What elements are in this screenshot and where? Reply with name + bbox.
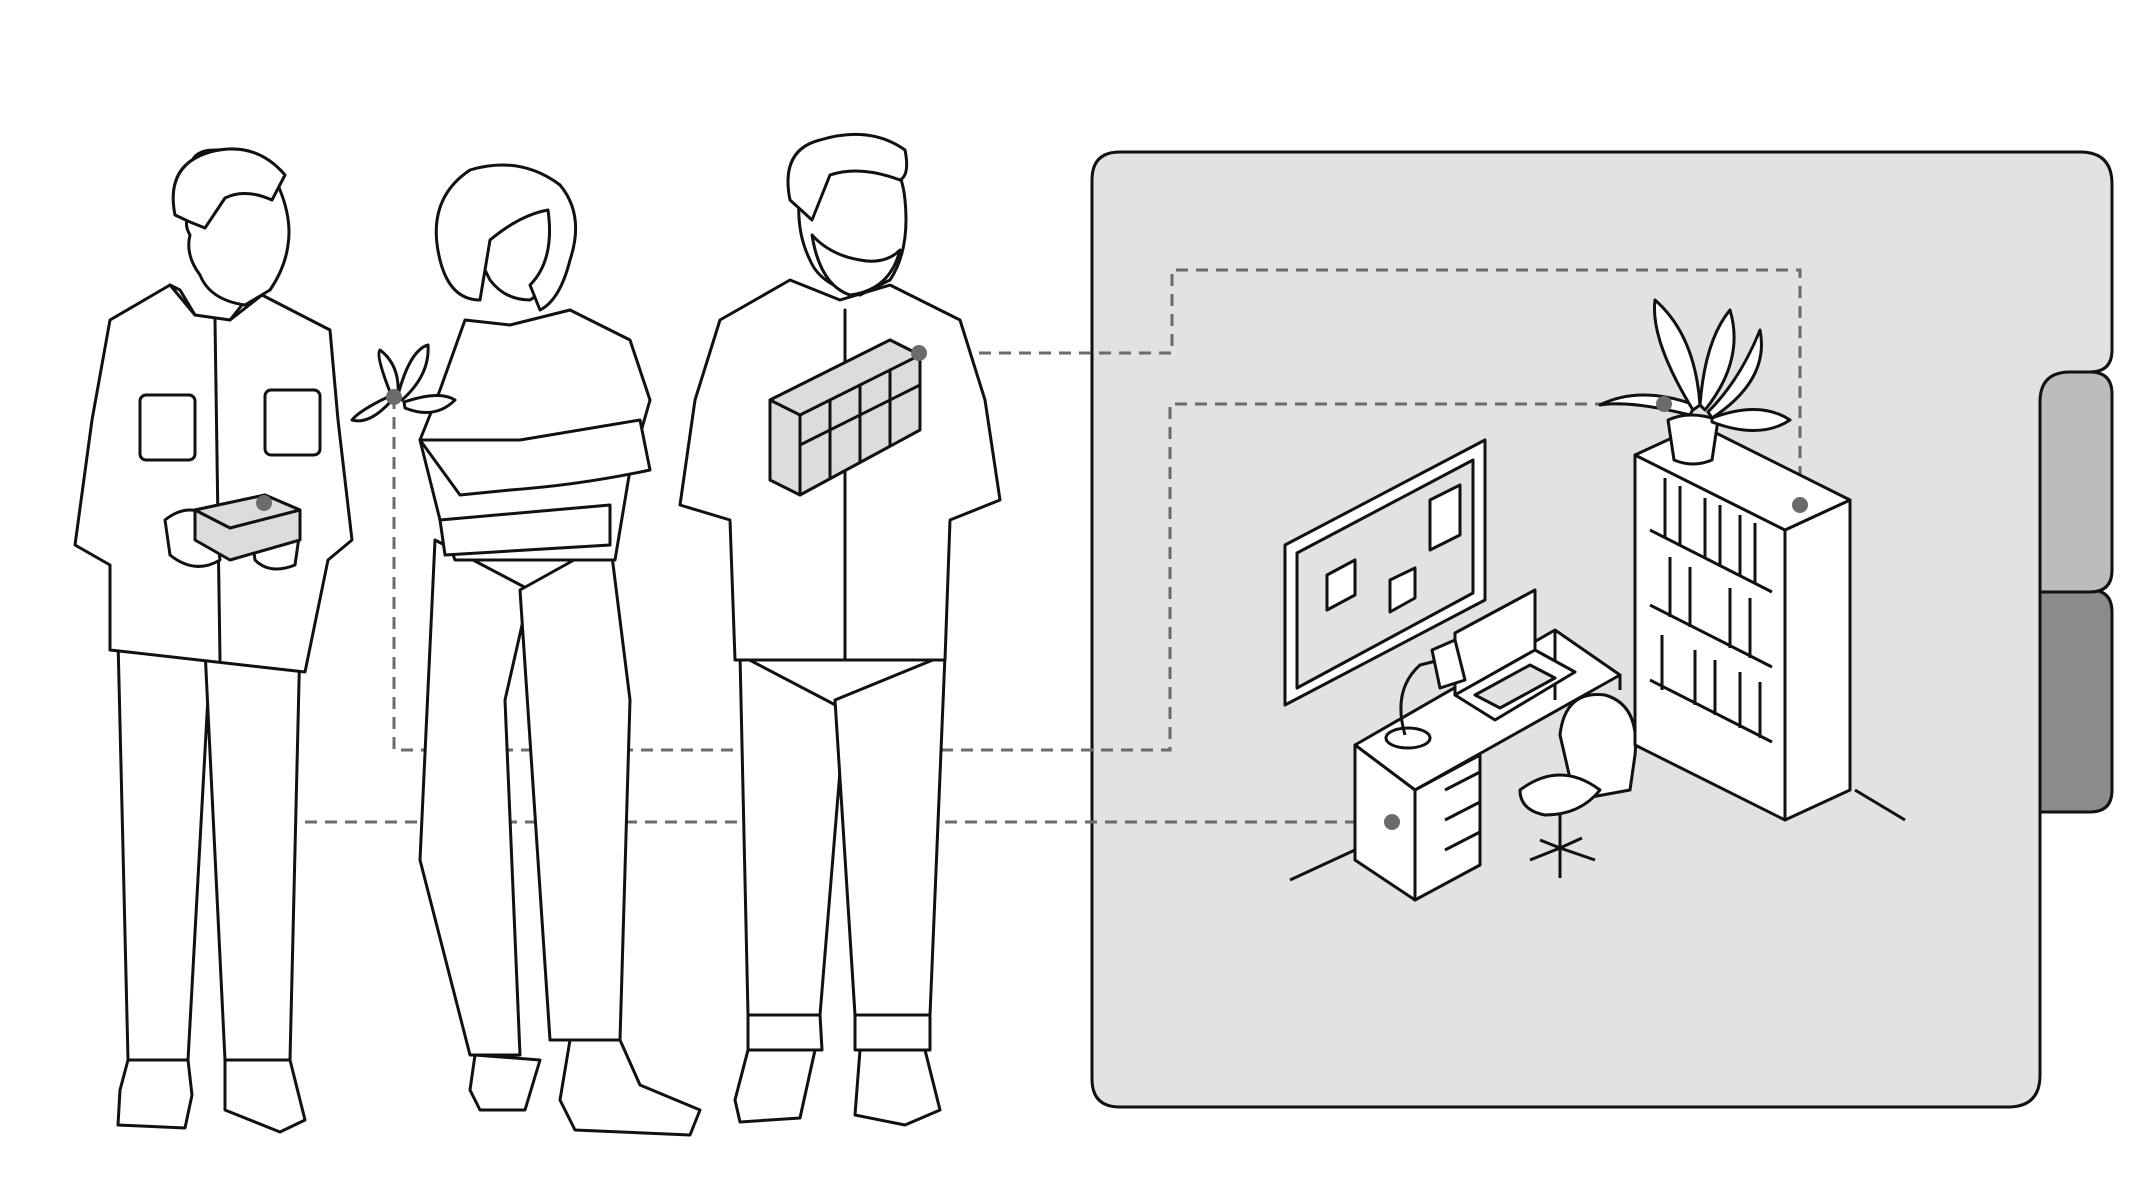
person-1-pocket-left [138,393,197,462]
person-1-leg-right [203,638,302,1062]
plant-leaf-right [1706,328,1763,420]
person-3-cuff-right [853,1013,932,1052]
plant-leaf-2 [377,348,400,399]
person-3-hair [786,132,909,222]
person-3 [678,132,1002,1127]
person-2-shoe-left [468,1053,542,1112]
bookshelf [1633,423,1852,822]
desk-model-top [193,493,302,530]
pinboard-note-3 [1428,483,1462,552]
bookshelf-model-divisions [798,368,922,497]
plant-leaf-tall-1 [1652,298,1702,412]
connection-dots [256,345,1808,830]
lamp-base [1384,726,1432,750]
person-1-pocket-right [263,388,322,457]
laptop [1453,588,1577,722]
person-3-cuff-left [746,1013,824,1052]
dot-person-1 [256,495,272,511]
bookshelf-model [768,338,922,497]
dot-plant [1656,396,1672,412]
person-2-hair [434,163,578,312]
person-2-plant [350,343,457,423]
tab-dark[interactable] [2038,588,2114,814]
plant-leaf-right-low [1710,408,1792,432]
person-3-beard [810,233,902,297]
chair-back [1558,693,1638,802]
chair-seat [1518,773,1602,817]
plant-leaf-1 [350,393,394,423]
potted-plant [1598,298,1792,466]
person-2-torso [418,308,652,562]
plant-leaf-tall-2 [1698,308,1736,412]
plant-leaf-left [1598,393,1697,417]
person-1-shoe-left [116,1058,194,1130]
chair-legs [1529,836,1596,878]
lamp-head [1430,638,1467,690]
lamp-arm [1399,658,1441,736]
floor-line-right [1854,788,1906,822]
person-3-leg-right [833,653,947,1017]
person-2-leg-left [418,538,532,1057]
tab-light[interactable] [2038,370,2114,594]
connector-bookshelf [919,268,1802,505]
plant-pot [1666,413,1720,466]
dot-bookshelf [1792,497,1808,513]
person-1 [73,147,354,1134]
pinboard-note-1 [1325,558,1357,612]
person-3-leg-left [738,653,847,1017]
desk-drawer-side [1413,753,1482,902]
laptop-keyboard [1473,663,1557,710]
plant-leaf-4 [402,394,457,414]
desk-model [193,493,302,562]
room-panel [1090,150,2114,1109]
floor-line-left [1289,848,1356,882]
dot-person-3 [911,345,927,361]
bookshelf-books [1660,478,1762,738]
person-3-shoe-left [733,1048,817,1124]
person-1-leg-left [116,638,212,1062]
person-2-belt [438,503,612,557]
room-scene [1283,298,1906,902]
person-2-shoe-right [558,1038,702,1137]
people-group [73,132,1002,1137]
desk-drawer-lines [1444,770,1481,852]
person-1-hair [171,147,287,230]
desk-lamp [1384,638,1467,750]
person-3-shoe-right [853,1048,942,1127]
dot-person-2 [386,389,402,405]
dot-desk [1384,814,1400,830]
bookshelf-side [1783,498,1852,822]
pinboard-note-2 [1388,566,1417,614]
person-2 [418,163,702,1137]
person-1-placket [213,318,222,662]
panel-body [1090,150,2114,1109]
pinboard [1283,438,1487,707]
person-1-jacket [73,283,354,674]
person-1-shoe-right [223,1058,307,1134]
person-2-arm-cross [418,418,652,497]
office-chair [1518,693,1638,878]
connector-plant [392,397,1664,752]
person-2-leg-right [518,538,632,1042]
plant-leaf-3 [396,343,430,402]
